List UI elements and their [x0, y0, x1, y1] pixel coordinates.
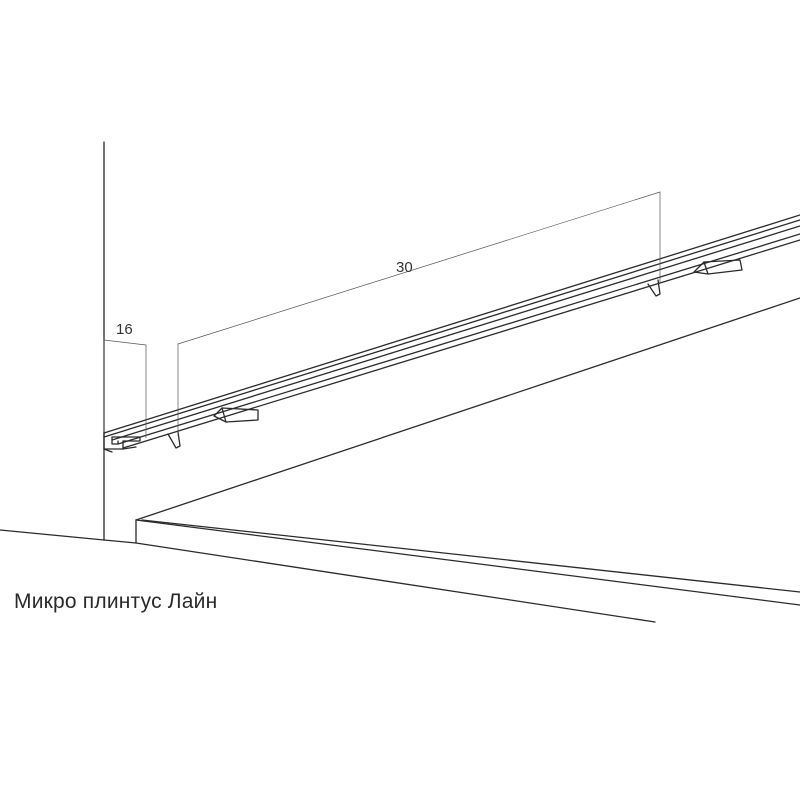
dimension-label-16: 16 [116, 321, 133, 338]
dimension-30 [177, 191, 661, 437]
fastener-clip-1 [167, 407, 259, 449]
wall [0, 141, 137, 544]
dimension-label-30: 30 [396, 259, 413, 276]
caption: Микро плинтус Лайн [14, 590, 218, 613]
dimension-16 [103, 339, 147, 439]
floor-slab [135, 297, 800, 623]
fastener-clip-2 [647, 259, 743, 297]
